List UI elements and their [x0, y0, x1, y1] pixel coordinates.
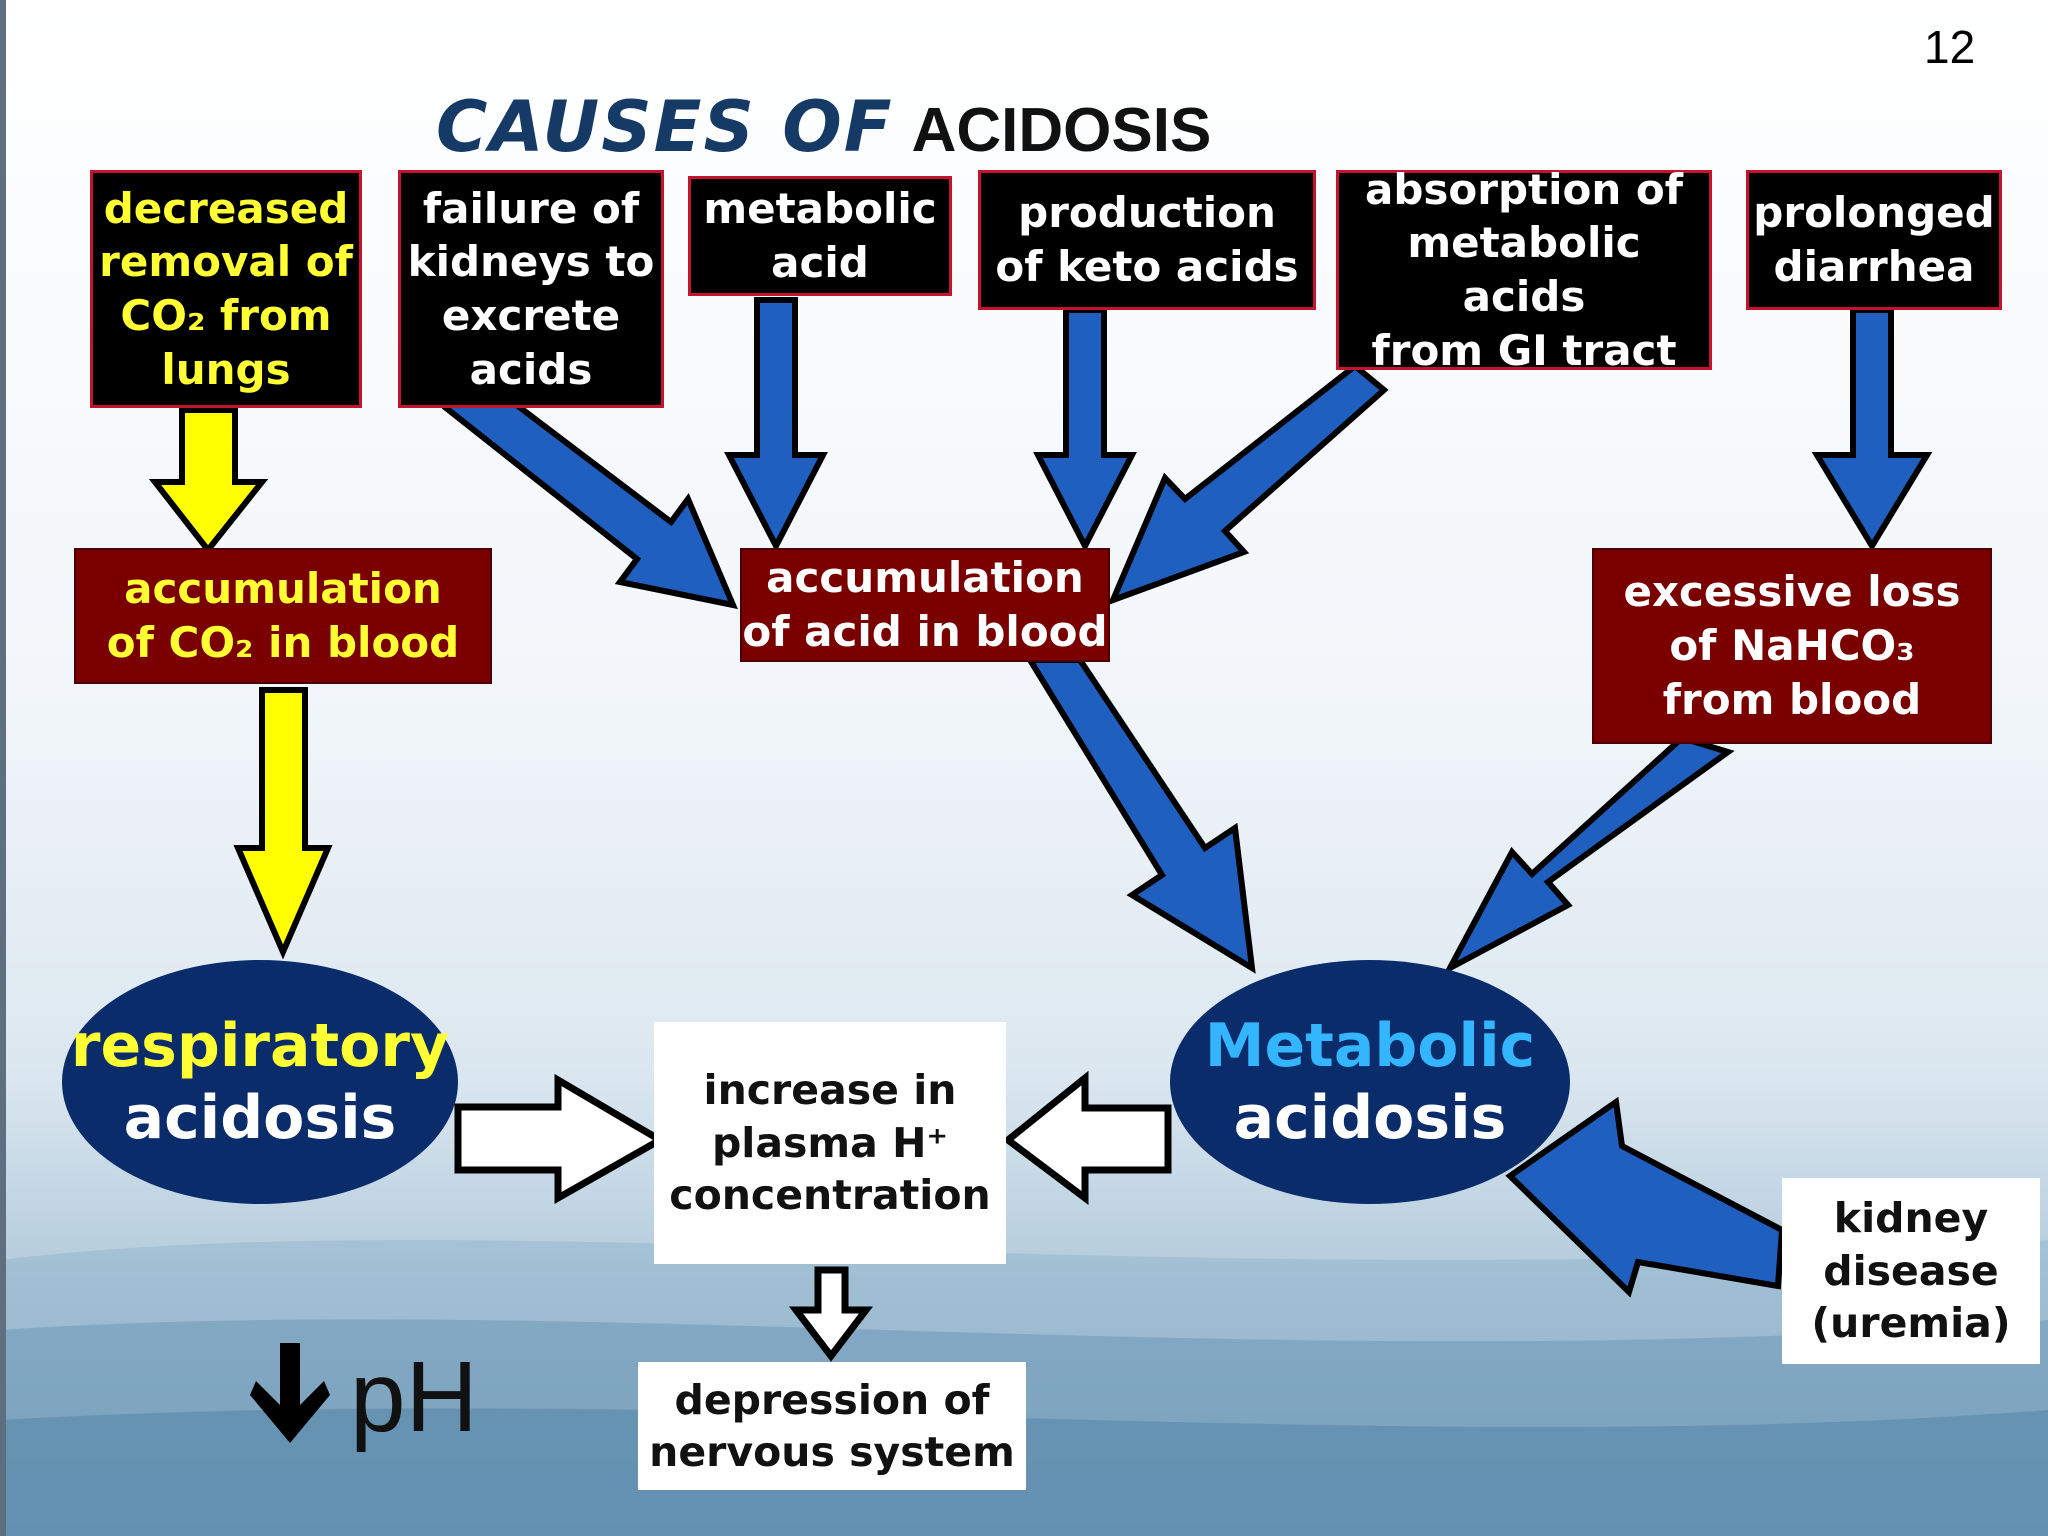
- title-part-2: ACIDOSIS: [911, 96, 1212, 165]
- accumulation-co2-in-blood: accumulation of CO₂ in blood: [74, 548, 492, 684]
- cause-gi-absorption: absorption of metabolic acids from GI tr…: [1336, 165, 1712, 375]
- arrow-bicarb-loss-to-metabolic: [1442, 734, 1735, 976]
- metabolic-acidosis: Metabolic acidosis: [1170, 960, 1570, 1204]
- cause-metabolic-acid: metabolic acid: [688, 176, 952, 296]
- page-number: 12: [1924, 21, 1976, 73]
- cause-kidney-failure: failure of kidneys to excrete acids: [398, 170, 664, 408]
- arrow-diarrhea-to-bicarb-loss: [1811, 307, 1933, 552]
- arrow-keto-to-acid-accumulation: [1033, 307, 1137, 553]
- arrow-metabolic-to-plasma: [1002, 1070, 1172, 1206]
- arrow-respiratory-to-plasma: [454, 1073, 667, 1205]
- accumulation-acid-in-blood: accumulation of acid in blood: [740, 548, 1110, 662]
- down-arrow-icon: [250, 1342, 330, 1443]
- ph-label: pH: [350, 1341, 478, 1453]
- arrow-acid-accumulation-to-metabolic: [1024, 657, 1256, 974]
- kidney-disease: kidney disease (uremia): [1782, 1178, 2040, 1364]
- arrow-metabolic-acid-to-acid-accumulation: [724, 297, 828, 553]
- arrow-gi-to-acid-accumulation: [1107, 362, 1389, 606]
- title-part-1: CAUSES OF: [436, 86, 894, 168]
- ph-decrease: pH: [250, 1340, 478, 1455]
- nervous-system-depression: depression of nervous system: [638, 1362, 1026, 1490]
- arrow-kidney-disease-to-metabolic: [1505, 1096, 1786, 1298]
- arrow-co2-to-accumulation: [148, 407, 269, 555]
- arrow-plasma-to-depression: [788, 1266, 874, 1362]
- cause-prolonged-diarrhea: prolonged diarrhea: [1746, 170, 2002, 310]
- arrow-co2-accumulation-to-respiratory: [233, 687, 333, 960]
- plasma-h-concentration: increase in plasma H⁺ concentration: [654, 1022, 1006, 1264]
- cause-keto-acids: production of keto acids: [978, 170, 1316, 310]
- respiratory-acidosis: respiratory acidosis: [62, 960, 458, 1204]
- excessive-bicarbonate-loss: excessive loss of NaHCO₃ from blood: [1592, 548, 1992, 744]
- cause-decreased-co2-removal: decreased removal of CO₂ from lungs: [90, 170, 362, 408]
